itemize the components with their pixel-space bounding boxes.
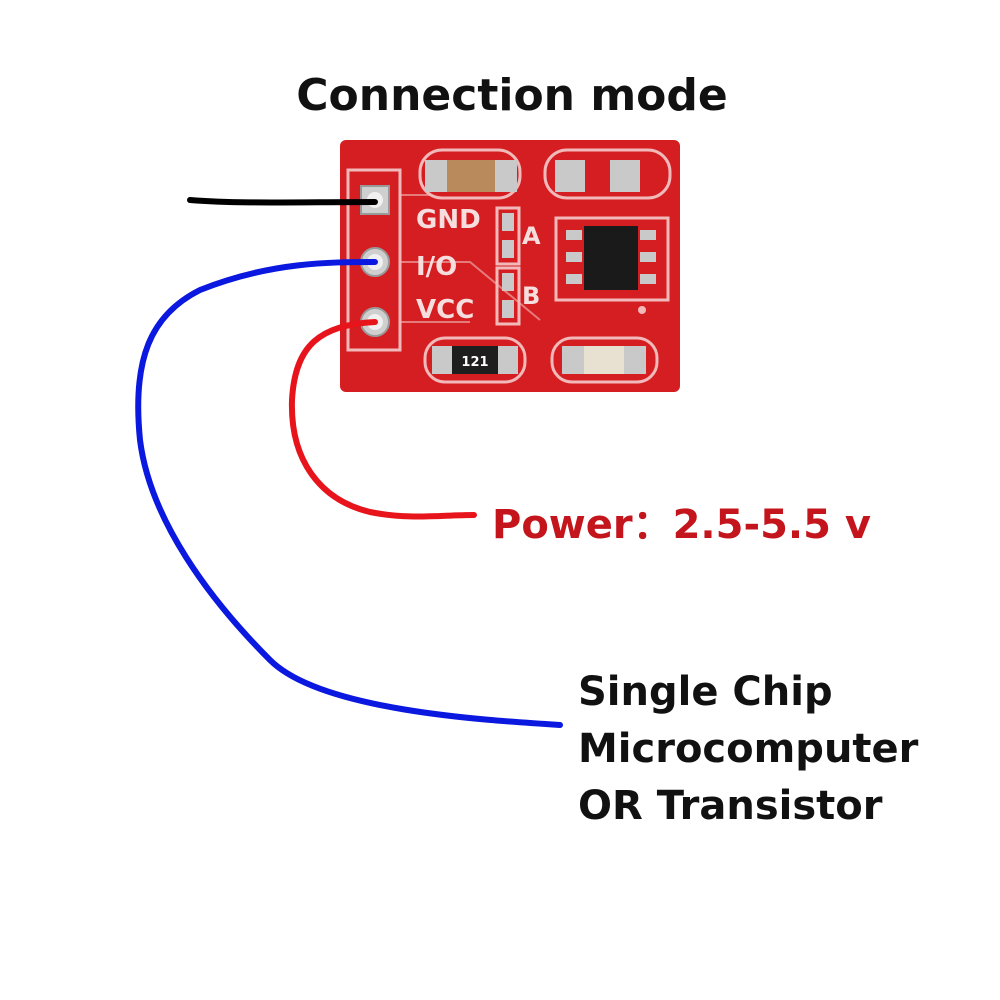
pin-label-gnd: GND [416,205,481,235]
io-wire [135,259,563,728]
target-label-line-2: Microcomputer [578,726,919,772]
pin-label-vcc: VCC [416,295,474,325]
vcc-wire [288,319,477,520]
touch-pad-pair [543,148,672,200]
jumper-label-b: B [522,282,540,310]
capacitor-pad [418,148,522,200]
resistor: 121 [423,336,527,384]
jumper-label-a: A [522,222,541,250]
target-label: Single Chip Microcomputer OR Transistor [578,664,918,835]
touch-sensor-board: 121 GND I/O VCC A B [340,140,680,392]
pin-label-io: I/O [416,252,457,282]
led [550,336,659,384]
touch-ic-chip [554,216,670,302]
jumper-pads [495,206,521,326]
target-label-line-1: Single Chip [578,669,833,715]
resistor-code: 121 [461,355,488,370]
diagram-title: Connection mode [296,70,728,121]
target-label-line-3: OR Transistor [578,783,883,829]
gnd-wire [187,197,378,206]
power-label: Power：2.5-5.5 v [492,502,871,548]
